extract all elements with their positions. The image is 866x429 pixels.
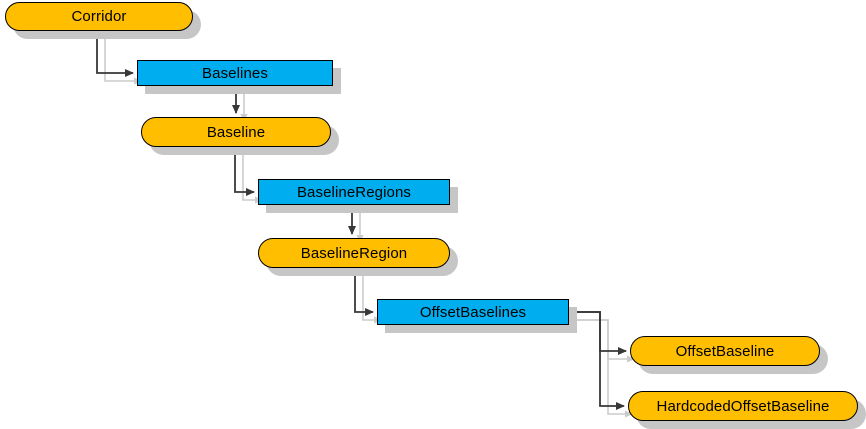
- node-label-baseline-regions: BaselineRegions: [296, 183, 412, 201]
- connector-baseline-region-to-offset-baselines: [354, 268, 374, 316]
- connector-baseline-to-baseline-regions: [234, 147, 255, 196]
- node-label-offset-baseline: OffsetBaseline: [675, 342, 775, 360]
- connector-shadow-baseline-to-baseline-regions: [242, 155, 263, 204]
- connector-offset-baselines-to-hardcoded-offset-baseline: [569, 311, 625, 410]
- node-baseline[interactable]: Baseline: [141, 117, 331, 147]
- node-offset-baselines[interactable]: OffsetBaselines: [377, 299, 569, 325]
- connector-offset-baselines-to-offset-baseline: [569, 311, 627, 355]
- node-label-baseline: Baseline: [206, 123, 266, 141]
- node-baseline-region[interactable]: BaselineRegion: [258, 238, 450, 268]
- node-baseline-regions[interactable]: BaselineRegions: [258, 179, 450, 205]
- node-label-offset-baselines: OffsetBaselines: [419, 303, 527, 321]
- node-label-hardcoded-offset-baseline: HardcodedOffsetBaseline: [656, 397, 830, 415]
- node-hardcoded-offset-baseline[interactable]: HardcodedOffsetBaseline: [628, 391, 858, 421]
- node-label-baseline-region: BaselineRegion: [300, 244, 408, 262]
- connector-shadow-corridor-to-baselines: [104, 39, 142, 85]
- connector-shadow-baseline-region-to-offset-baselines: [362, 276, 382, 324]
- node-label-corridor: Corridor: [71, 8, 127, 25]
- connector-shadow-offset-baselines-to-hardcoded-offset-baseline: [577, 319, 633, 418]
- connector-shadows: [104, 39, 635, 418]
- connector-shadow-offset-baselines-to-offset-baseline: [577, 319, 635, 363]
- node-baselines[interactable]: Baselines: [137, 60, 333, 86]
- node-corridor[interactable]: Corridor: [5, 2, 193, 31]
- node-label-baselines: Baselines: [202, 64, 268, 82]
- node-offset-baseline[interactable]: OffsetBaseline: [630, 336, 820, 366]
- connector-corridor-to-baselines: [96, 31, 134, 77]
